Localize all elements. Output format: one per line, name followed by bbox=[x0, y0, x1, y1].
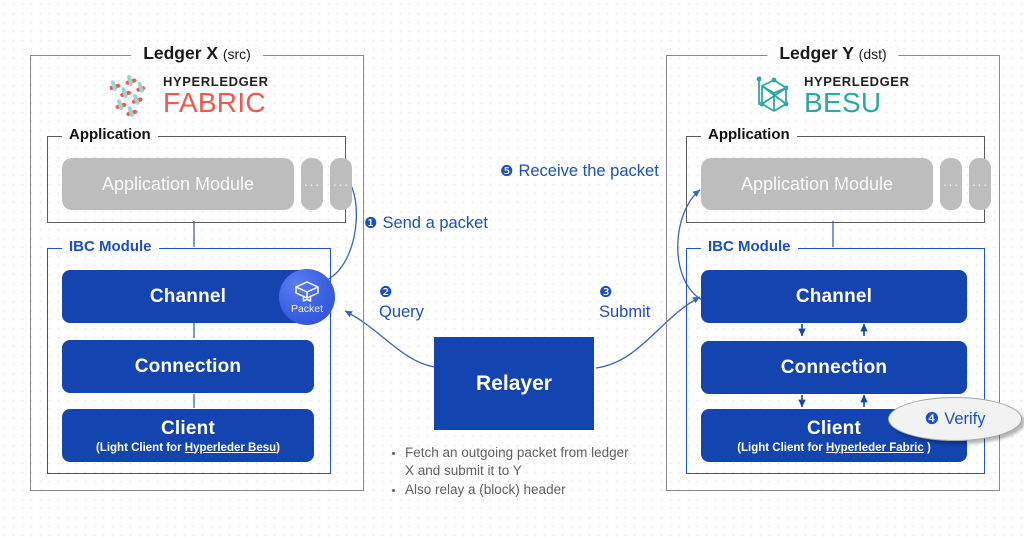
ledger-x-module-placeholder-1[interactable]: ··· bbox=[301, 158, 323, 210]
fabric-logo-top: HYPERLEDGER bbox=[163, 74, 269, 89]
step-3-number: ❸ bbox=[599, 284, 613, 301]
ledger-y-connection-title: Connection bbox=[780, 356, 888, 378]
fabric-logo-text: HYPERLEDGER FABRIC bbox=[163, 75, 269, 117]
ledger-y-client-title: Client bbox=[807, 417, 861, 439]
ledger-y-client-sub-post: ) bbox=[923, 441, 931, 454]
ledger-x-client-box[interactable]: Client (Light Client for Hyperleder Besu… bbox=[62, 409, 314, 462]
besu-node-icon bbox=[751, 74, 795, 118]
step-4-number: ❹ bbox=[924, 410, 940, 428]
relayer-note-2: Also relay a (block) header bbox=[405, 481, 635, 499]
ledger-x-ibc-group: IBC Module bbox=[47, 238, 331, 474]
step-1-number: ❶ bbox=[364, 215, 378, 232]
ledger-y-connection-box[interactable]: Connection bbox=[701, 341, 967, 394]
step-1-send-a-packet: ❶ Send a packet bbox=[364, 214, 488, 233]
verify-callout: ❹ Verify bbox=[888, 397, 1022, 441]
relayer-title: Relayer bbox=[476, 371, 552, 395]
relayer-box[interactable]: Relayer bbox=[434, 337, 594, 430]
step-2-number: ❷ bbox=[379, 284, 393, 301]
ledger-y-title-bold: Ledger Y bbox=[779, 43, 854, 63]
ledger-y-application-group: Application bbox=[686, 126, 985, 223]
ledger-y-application-module[interactable]: Application Module bbox=[701, 158, 933, 210]
ledger-x-module-placeholder-2[interactable]: ··· bbox=[330, 158, 352, 210]
step-5-number: ❺ bbox=[500, 163, 514, 180]
ledger-y-title: Ledger Y (dst) bbox=[767, 43, 899, 64]
ledger-y-application-label: Application bbox=[701, 126, 797, 143]
hyperledger-besu-logo: HYPERLEDGER BESU bbox=[751, 74, 910, 118]
fabric-logo-bottom: FABRIC bbox=[163, 87, 266, 118]
packet-label: Packet bbox=[290, 302, 324, 315]
ledger-y-module-placeholder-2[interactable]: ··· bbox=[969, 158, 991, 210]
step-4-label: Verify bbox=[944, 409, 986, 428]
open-box-icon bbox=[295, 280, 319, 302]
besu-logo-text: HYPERLEDGER BESU bbox=[804, 75, 910, 117]
ledger-x-client-sub-pre: (Light Client for bbox=[95, 441, 185, 454]
ledger-x-title-sub: (src) bbox=[222, 46, 251, 62]
besu-logo-top: HYPERLEDGER bbox=[804, 74, 910, 89]
ledger-x-application-module[interactable]: Application Module bbox=[62, 158, 294, 210]
ledger-y-application-modules: Application Module ··· ··· bbox=[701, 158, 991, 210]
ledger-x-title-bold: Ledger X bbox=[143, 43, 219, 63]
ledger-y-client-sub-pre: (Light Client for bbox=[737, 441, 826, 454]
ledger-x-channel-box[interactable]: Channel bbox=[62, 270, 314, 323]
ledger-x-connection-box[interactable]: Connection bbox=[62, 340, 314, 393]
relayer-note-1: Fetch an outgoing packet from ledger X a… bbox=[405, 444, 635, 480]
ledger-y-channel-title: Channel bbox=[795, 285, 873, 307]
ledger-y-channel-box[interactable]: Channel bbox=[701, 270, 967, 323]
ledger-x-panel: Ledger X (src) bbox=[30, 43, 364, 491]
hyperledger-fabric-logo: HYPERLEDGER FABRIC bbox=[109, 74, 269, 118]
step-2-query: ❷ Query bbox=[379, 283, 424, 322]
ledger-x-client-sub-link[interactable]: Hyperleder Besu bbox=[184, 441, 277, 454]
ledger-x-application-modules: Application Module ··· ··· bbox=[62, 158, 352, 210]
ledger-y-title-sub: (dst) bbox=[858, 46, 887, 62]
ledger-y-panel: Ledger Y (dst) bbox=[666, 43, 1000, 491]
ledger-x-application-label: Application bbox=[62, 126, 158, 143]
step-3-submit: ❸ Submit bbox=[599, 283, 650, 322]
ledger-x-application-group: Application bbox=[47, 126, 346, 223]
ledger-y-module-placeholder-1[interactable]: ··· bbox=[940, 158, 962, 210]
ledger-x-title: Ledger X (src) bbox=[131, 43, 263, 64]
besu-logo-bottom: BESU bbox=[804, 87, 882, 118]
step-5-label: Receive the packet bbox=[518, 162, 659, 180]
step-3-label: Submit bbox=[599, 303, 651, 321]
ledger-y-client-sub-link[interactable]: Hyperleder Fabric bbox=[825, 441, 924, 454]
step-2-label: Query bbox=[379, 303, 424, 321]
ledger-x-connection-title: Connection bbox=[134, 355, 242, 377]
packet-badge[interactable]: Packet bbox=[279, 269, 335, 325]
ledger-x-client-title: Client bbox=[161, 417, 215, 439]
ledger-x-ibc-label: IBC Module bbox=[62, 238, 159, 255]
step-1-label: Send a packet bbox=[382, 214, 488, 232]
relayer-notes: Fetch an outgoing packet from ledger X a… bbox=[390, 444, 635, 501]
fabric-weave-icon bbox=[109, 74, 154, 118]
ledger-x-client-sub: (Light Client for Hyperleder Besu) bbox=[96, 442, 280, 454]
step-5-receive-the-packet: ❺ Receive the packet bbox=[500, 162, 659, 181]
ledger-y-client-box[interactable]: Client (Light Client for Hyperleder Fabr… bbox=[701, 409, 967, 462]
ledger-y-ibc-label: IBC Module bbox=[701, 238, 798, 255]
ledger-y-ibc-group: IBC Module bbox=[686, 238, 985, 474]
ledger-x-channel-title: Channel bbox=[149, 285, 227, 307]
ledger-y-client-sub: (Light Client for Hyperleder Fabric ) bbox=[737, 442, 931, 454]
ledger-x-client-sub-post: ) bbox=[276, 441, 281, 454]
